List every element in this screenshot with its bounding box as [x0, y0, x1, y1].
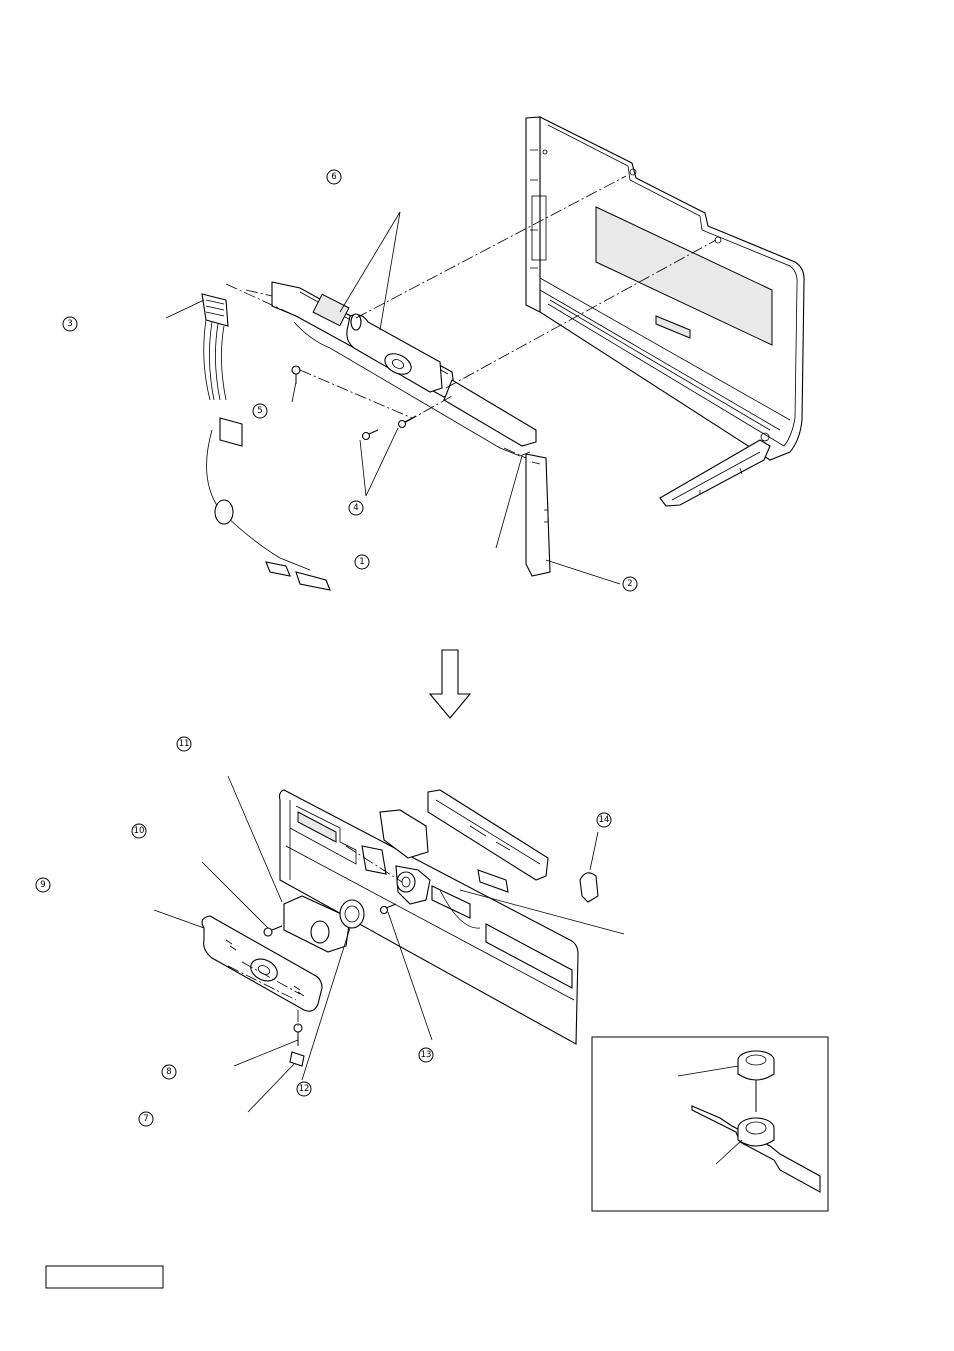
callout-14: 14: [597, 813, 611, 827]
svg-text:8: 8: [166, 1067, 171, 1077]
callout-3: 3: [63, 317, 77, 331]
lcd-frame: [526, 117, 804, 506]
svg-text:2: 2: [627, 579, 632, 589]
callout-10: 10: [132, 824, 146, 838]
callout-8: 8: [162, 1065, 176, 1079]
label-box: [46, 1266, 163, 1288]
callout-1: 1: [355, 555, 369, 569]
svg-text:14: 14: [599, 815, 610, 825]
callout-12: 12: [297, 1082, 311, 1096]
knob: [340, 900, 364, 928]
svg-text:7: 7: [143, 1114, 148, 1124]
svg-text:12: 12: [299, 1084, 310, 1094]
svg-text:11: 11: [179, 739, 190, 749]
svg-text:13: 13: [421, 1050, 432, 1060]
detail-inset: [592, 1037, 828, 1211]
callout-6: 6: [327, 170, 341, 184]
side-cover: [526, 454, 550, 576]
hinge-bar-assembly: [272, 282, 536, 456]
callout-13: 13: [419, 1048, 433, 1062]
callout-9: 9: [36, 878, 50, 892]
callout-5: 5: [253, 404, 267, 418]
svg-text:9: 9: [40, 880, 45, 890]
svg-text:6: 6: [331, 172, 336, 182]
svg-text:4: 4: [353, 503, 358, 513]
svg-text:1: 1: [359, 557, 364, 567]
fpc-cable: [202, 294, 330, 590]
callout-11: 11: [177, 737, 191, 751]
svg-text:5: 5: [257, 406, 262, 416]
callout-7: 7: [139, 1112, 153, 1126]
svg-text:10: 10: [134, 826, 145, 836]
callout-4: 4: [349, 501, 363, 515]
callout-2: 2: [623, 577, 637, 591]
svg-text:3: 3: [67, 319, 72, 329]
clip-part: [580, 873, 598, 902]
down-arrow-icon: [430, 650, 470, 718]
